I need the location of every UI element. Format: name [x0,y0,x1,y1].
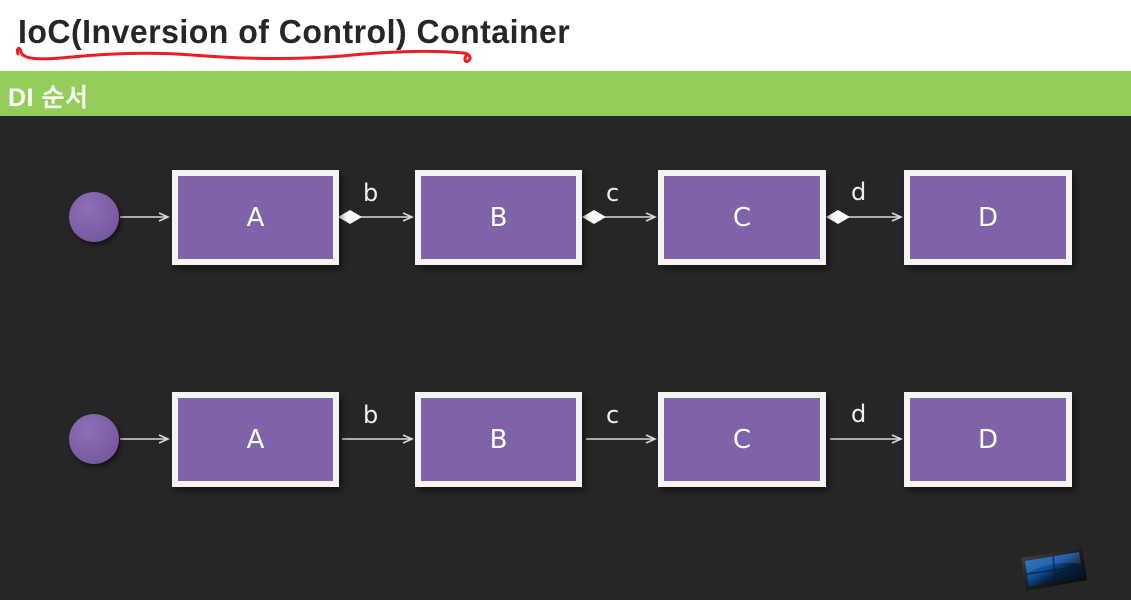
node-a-bottom[interactable]: A [172,392,339,487]
slide-header: IoC(Inversion of Control) Container [0,0,1131,71]
node-b-top-label: B [489,202,508,233]
start-node-top [69,192,119,242]
edge-label-d-top: d [851,178,867,206]
edge-label-c-bottom: c [606,401,620,429]
connector-layer [120,210,903,444]
monitor-icon [1021,548,1087,591]
node-d-top-label: D [977,202,999,233]
node-c-top[interactable]: C [658,170,826,265]
node-a-top[interactable]: A [172,170,339,265]
edge-label-c-top: c [606,179,620,207]
edge-label-b-bottom: b [363,401,379,429]
diamond-marker-b [582,210,606,224]
node-a-top-label: A [246,202,265,233]
diamond-marker-c [826,210,850,224]
node-b-top[interactable]: B [415,170,582,265]
section-band: DI 순서 [0,71,1131,116]
node-b-bottom[interactable]: B [415,392,582,487]
section-band-label: DI 순서 [8,84,89,112]
edge-label-b-top: b [363,179,379,207]
node-d-top[interactable]: D [904,170,1072,265]
edge-label-d-bottom: d [851,400,867,428]
start-node-bottom [69,414,119,464]
node-c-top-label: C [732,202,752,233]
node-d-bottom-label: D [977,424,999,455]
node-c-bottom[interactable]: C [658,392,826,487]
diamond-marker-a [338,210,362,224]
node-a-bottom-label: A [246,424,265,455]
page-title: IoC(Inversion of Control) Container [18,13,571,50]
row-top-connectors [120,210,903,224]
diagram-canvas: A B C D b c d A B C D b c d [0,116,1131,600]
node-d-bottom[interactable]: D [904,392,1072,487]
node-c-bottom-label: C [732,424,752,455]
node-b-bottom-label: B [489,424,508,455]
